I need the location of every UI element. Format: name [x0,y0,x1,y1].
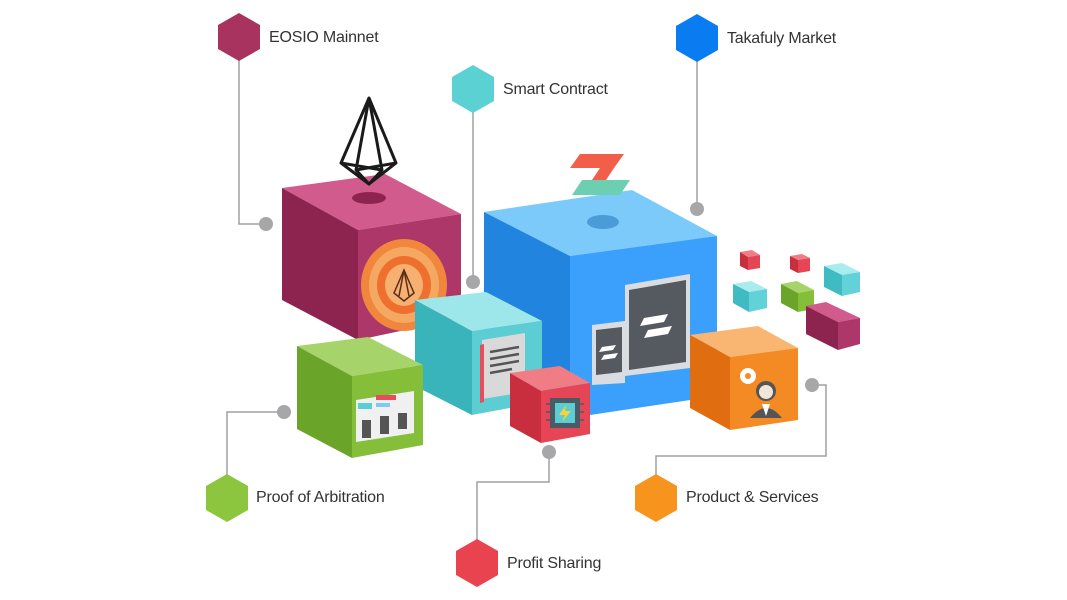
cube-left [510,373,541,443]
chart-board-icon [356,391,414,442]
cube-left [297,346,352,458]
small-cube-red-2 [790,254,810,273]
cube-top [690,326,798,357]
support-agent-icon [750,381,782,418]
small-cubes [733,250,860,350]
label-proof-of-arbitration: Proof of Arbitration [256,489,385,506]
hex-markers [206,13,718,587]
cube-left [690,335,730,430]
cube-top [415,292,542,331]
hex-proof-of-arbitration [206,474,248,522]
tablet-icon [592,274,690,385]
eos-logo-icon [339,96,398,186]
dot-profit-sharing [542,445,556,459]
connector-dots [259,202,819,459]
hex-product-services [635,474,677,522]
label-smart-contract: Smart Contract [503,81,608,98]
cube-top [297,337,423,376]
dot-takafuly-market [690,202,704,216]
dot-proof-of-arbitration [277,405,291,419]
small-cube-cyan-1 [733,281,767,312]
dot-eosio-mainnet [259,217,273,231]
logo-shadow [352,192,386,204]
hex-eosio-mainnet [218,13,260,61]
cube-top [510,366,590,391]
label-product-services: Product & Services [686,489,819,506]
small-cube-red-1 [740,250,760,270]
cube-product-services [690,326,798,430]
small-cube-cyan-2 [824,263,860,296]
chip-icon [546,398,584,428]
connector-profit-sharing [476,452,550,540]
cube-smart-contract [415,292,542,415]
hex-profit-sharing [456,539,498,587]
label-takafuly-market: Takafuly Market [727,30,837,47]
cube-proof-of-arbitration [297,337,423,458]
label-eosio-mainnet: EOSIO Mainnet [269,29,379,46]
dot-smart-contract [466,275,480,289]
cube-eosio-mainnet [282,96,461,340]
logo-shadow [587,215,619,229]
gear-icon [740,368,756,384]
dot-product-services [805,378,819,392]
connector-eosio-mainnet [238,60,266,225]
cube-left [415,300,472,415]
takafuly-logo-icon [570,154,630,195]
hex-takafuly-market [676,14,718,62]
connector-product-services [655,384,827,475]
connectors [226,60,827,540]
cube-left [282,188,358,340]
connector-proof-of-arbitration [226,411,284,475]
cube-profit-sharing [510,366,590,443]
label-profit-sharing: Profit Sharing [507,555,602,572]
hex-smart-contract [452,65,494,113]
small-cube-magenta [806,302,860,350]
